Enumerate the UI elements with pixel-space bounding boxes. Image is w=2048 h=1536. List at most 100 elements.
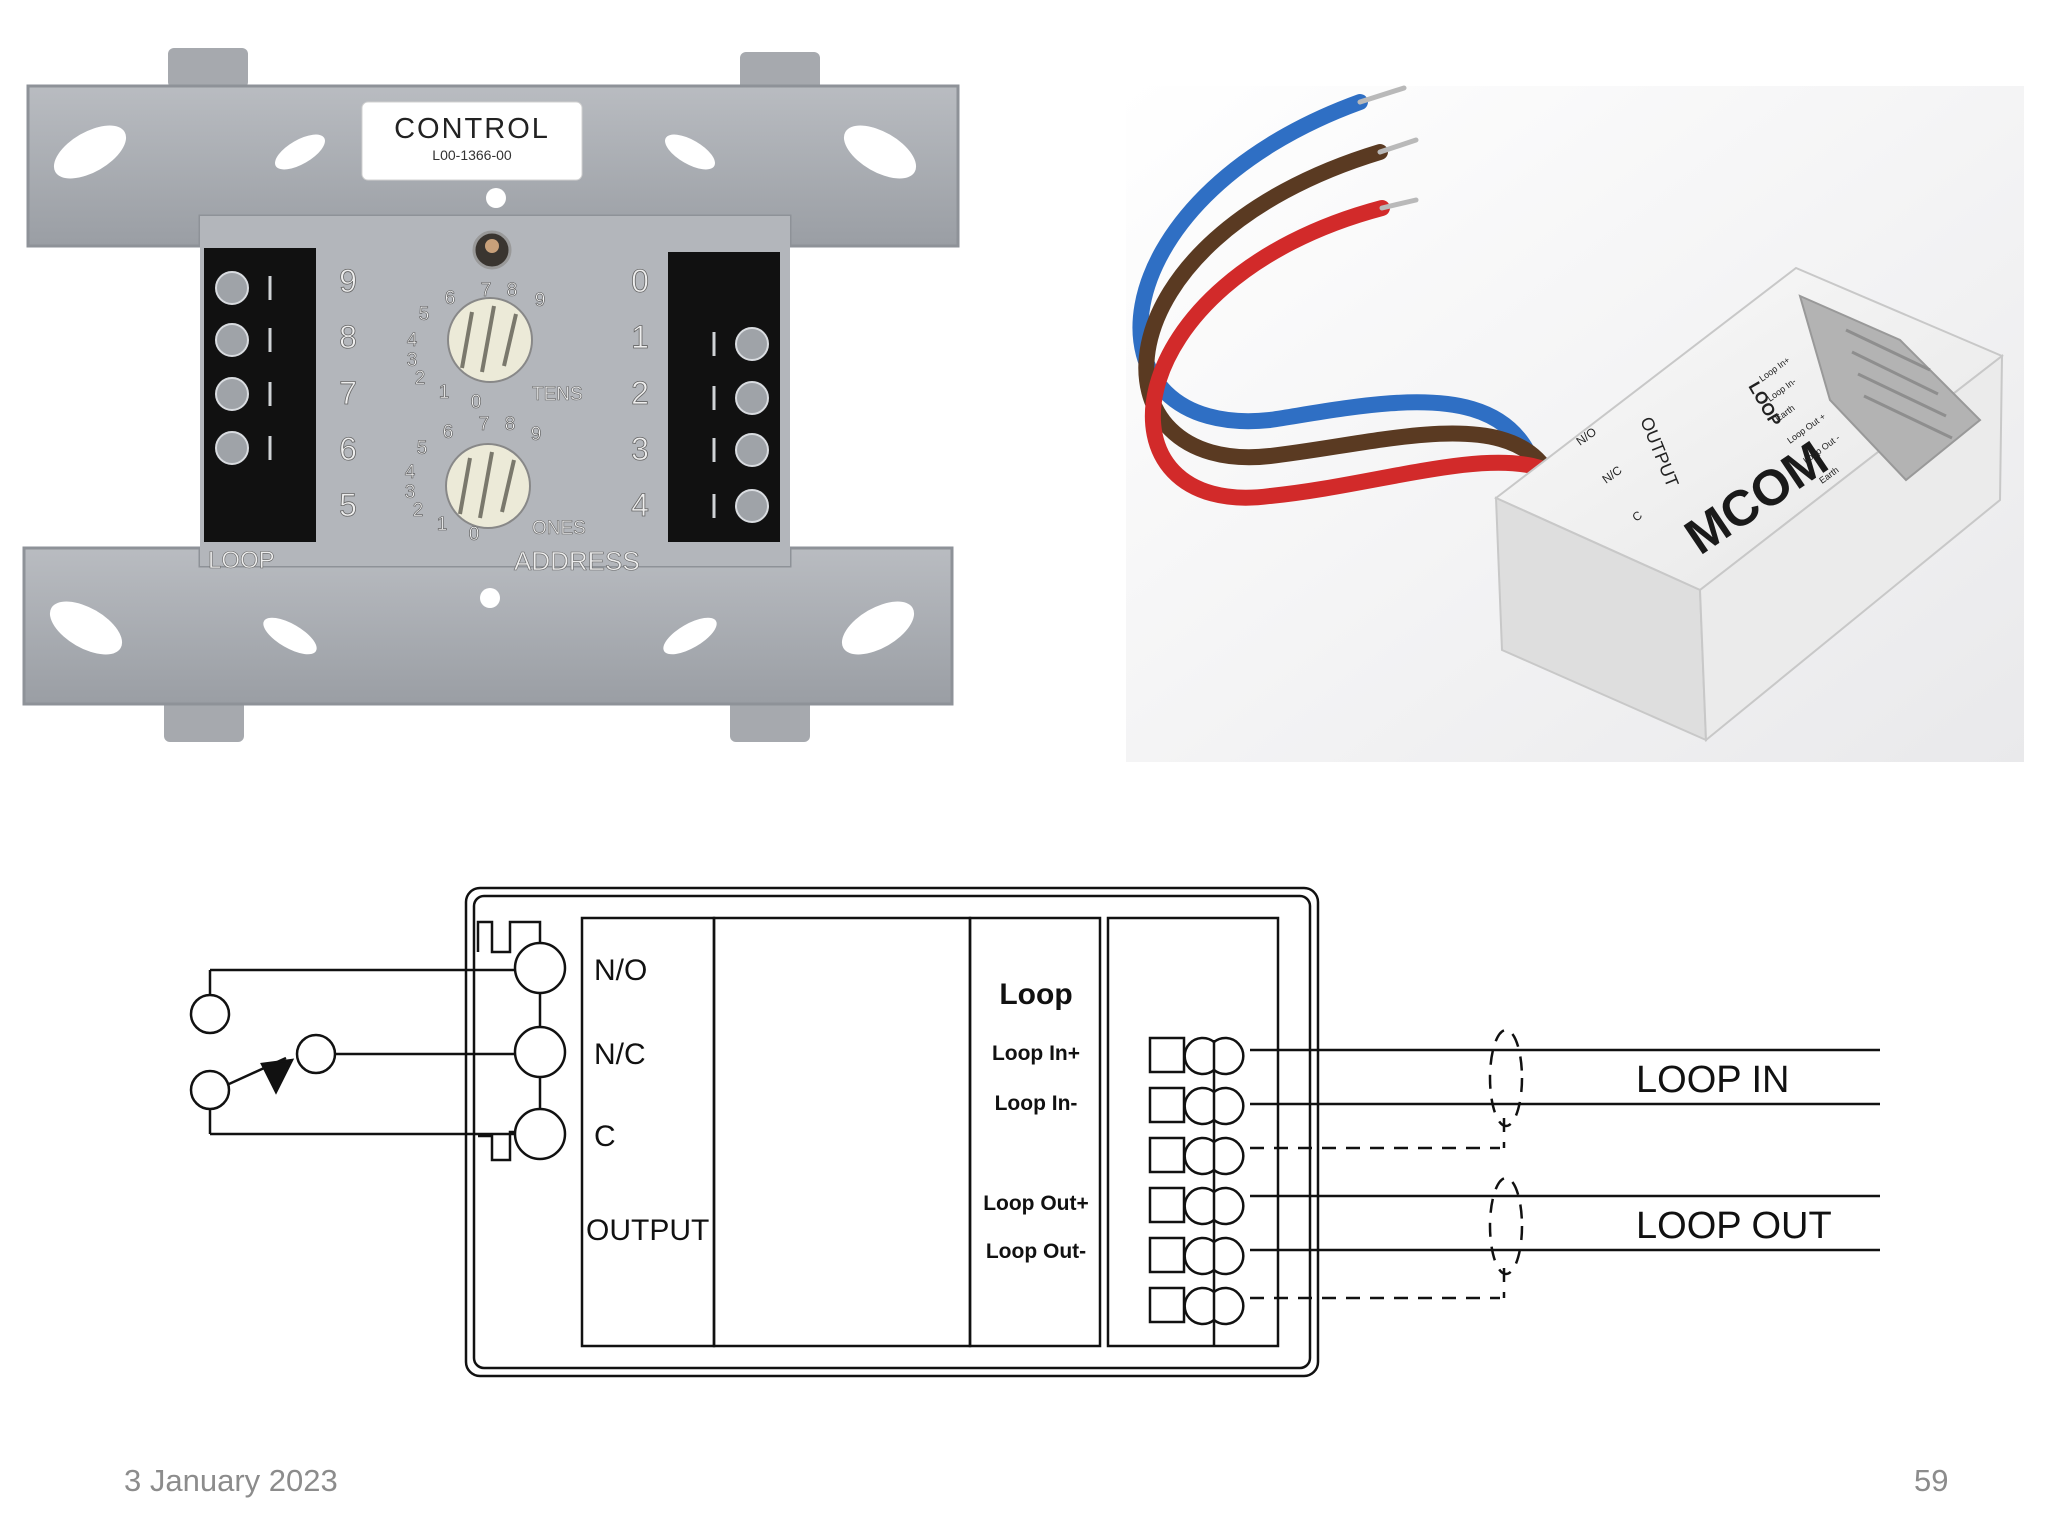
diagram-nc-label: N/C [594, 1038, 646, 1071]
dial-ones-number: 2 [413, 500, 424, 521]
wire-tip [1379, 197, 1419, 211]
address-digit-left: 5 [339, 487, 357, 523]
control-label-sticker [361, 101, 583, 181]
terminal-screw [215, 377, 249, 411]
contact-circle [189, 1069, 231, 1111]
address-digit-left: 6 [339, 431, 357, 467]
diagram-loop-terminal-label: Loop Out+ [983, 1192, 1089, 1215]
mount-tab [168, 48, 248, 88]
terminal-screw [735, 381, 769, 415]
tens-label: TENS [532, 384, 583, 405]
mcom-module-image: MCOM OUTPUT LOOP N/O N/C C Loop In+ Loop… [1126, 85, 2024, 762]
switch-arrow [260, 1058, 295, 1095]
bottom-plate [22, 546, 954, 706]
address-digit-left: 7 [339, 375, 357, 411]
dial-ones-grip [458, 451, 516, 519]
dial-tens-number: 1 [439, 382, 450, 403]
keyhole-slot [665, 134, 715, 170]
address-digit-left: 8 [339, 319, 357, 355]
dial-tens-grip [460, 305, 518, 373]
terminal-screw [215, 431, 249, 465]
loop-in-shield-ellipse [1488, 1028, 1524, 1128]
dial-tens-number: 4 [407, 330, 418, 351]
diagram-loop-terminal-label: Loop In+ [992, 1042, 1080, 1065]
dial-ones-knob[interactable] [445, 443, 531, 529]
dial-ones-number: 1 [437, 514, 448, 535]
keyhole-slot [49, 601, 123, 655]
dial-tens-number: 9 [535, 290, 546, 311]
keyhole-slot [663, 617, 717, 655]
terminal-ridge [1851, 350, 1939, 396]
terminal-screw [735, 433, 769, 467]
output-terminal-nc [513, 1025, 567, 1079]
dial-ones-number: 8 [505, 414, 516, 435]
terminal-ridge [1845, 328, 1931, 372]
control-module-image: CONTROL L00-1366-00 0 1 2 3 4 5 6 7 8 9 … [22, 48, 960, 742]
loop-terminal-square [1148, 1236, 1186, 1274]
diagram-no-label: N/O [594, 954, 647, 987]
housing-inner [472, 894, 1312, 1370]
terminal-screw [215, 271, 249, 305]
dial-tens-number: 6 [445, 288, 456, 309]
housing-outer [464, 886, 1320, 1378]
dial-tens-number: 7 [481, 280, 492, 301]
control-label-title: CONTROL [394, 113, 550, 145]
terminal-screw [735, 489, 769, 523]
loop-in-label: LOOP IN [1636, 1059, 1789, 1101]
terminal-panel [1106, 916, 1280, 1348]
loop-terminal-square [1148, 1086, 1186, 1124]
wire-blue [1132, 94, 1550, 558]
page-number: 59 [1914, 1463, 1949, 1498]
mount-tab [730, 700, 810, 742]
dial-ones[interactable] [445, 443, 531, 529]
diagram-output-label: OUTPUT [586, 1214, 709, 1247]
address-digit-right: 4 [631, 487, 649, 523]
dial-ones-number: 7 [479, 414, 490, 435]
terminal-screw [215, 323, 249, 357]
keyhole-slot [263, 617, 317, 655]
loop-panel [968, 916, 1102, 1348]
address-digit-right: 2 [631, 375, 649, 411]
mount-hole [480, 588, 500, 608]
loop-terminal-square [1148, 1286, 1186, 1324]
dial-tens-number: 5 [419, 304, 430, 325]
loop-terminal-square [1148, 1136, 1186, 1174]
wire-tip [1377, 137, 1419, 155]
dial-tens-number: 8 [507, 280, 518, 301]
output-terminal-clip [476, 920, 542, 1162]
mount-tab [164, 700, 244, 742]
footer-date: 3 January 2023 [124, 1463, 338, 1498]
diagram-c-label: C [594, 1120, 616, 1153]
keyhole-slot [841, 601, 915, 655]
mount-tab [740, 52, 820, 92]
dial-tens-number: 0 [471, 392, 482, 413]
diagram-loop-terminal-label: Loop In- [995, 1092, 1078, 1115]
wiring-diagram [189, 886, 1880, 1378]
center-panel [712, 916, 972, 1348]
contact-circle [295, 1033, 337, 1075]
address-digit-right: 0 [631, 263, 649, 299]
dial-ones-number: 6 [443, 422, 454, 443]
wire-tip [1357, 85, 1407, 105]
diagram-loop-title: Loop [999, 978, 1072, 1011]
control-label-code: L00-1366-00 [432, 147, 512, 163]
loop-terminal-square [1148, 1036, 1186, 1074]
wire-brown [1138, 144, 1570, 568]
mount-hole [486, 188, 506, 208]
dial-ones-number: 9 [531, 424, 542, 445]
dial-tens-number: 3 [407, 350, 418, 371]
loop-terminal-square [1148, 1186, 1186, 1224]
loop-label: LOOP [208, 547, 275, 574]
dial-tens-knob[interactable] [447, 297, 533, 383]
address-digit-right: 3 [631, 431, 649, 467]
address-digit-right: 1 [631, 319, 649, 355]
keyhole-slot [53, 125, 127, 179]
output-terminal-no [513, 941, 567, 995]
output-terminal-c [513, 1107, 567, 1161]
loop-out-shield-ellipse [1488, 1176, 1524, 1276]
address-digit-left: 9 [339, 263, 357, 299]
dial-tens-number: 2 [415, 368, 426, 389]
keyhole-slot [275, 134, 325, 170]
dial-ones-number: 4 [405, 462, 416, 483]
dial-tens[interactable] [447, 297, 533, 383]
